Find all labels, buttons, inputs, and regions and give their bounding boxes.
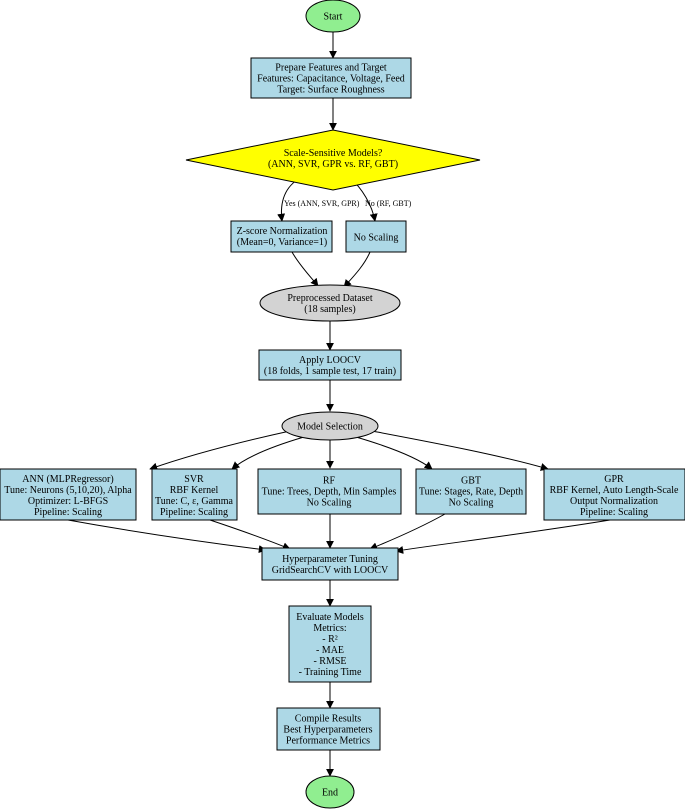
preprocessed-node xyxy=(259,284,401,322)
evaluate-node xyxy=(288,605,372,683)
label-line: (ANN, SVR, GPR vs. RF, GBT) xyxy=(268,159,398,170)
prepare-node xyxy=(250,57,412,99)
label-line: GBT xyxy=(461,476,481,487)
label-line: Start xyxy=(324,12,343,23)
label-line: Tune: C, ε, Gamma xyxy=(155,496,234,507)
label-line: - R² xyxy=(322,634,338,645)
label-line: Preprocessed Dataset xyxy=(287,293,372,304)
label-line: Best Hyperparameters xyxy=(283,725,372,736)
label-line: - RMSE xyxy=(313,656,346,667)
edge-gpr-hyper xyxy=(395,519,611,554)
compile-node xyxy=(276,707,381,751)
label-line: Prepare Features and Target xyxy=(275,63,387,74)
label-line: - Training Time xyxy=(299,667,362,678)
edges xyxy=(67,32,611,777)
label-line: No Scaling xyxy=(354,233,399,244)
start-label: Start xyxy=(324,12,343,23)
label-line: Features: Capacitance, Voltage, Feed xyxy=(257,74,405,85)
edge-gbt-hyper xyxy=(369,513,446,550)
decision-node xyxy=(185,129,481,191)
start-node xyxy=(305,0,361,33)
end-node xyxy=(305,775,355,809)
loocv-node xyxy=(258,349,402,381)
edge-zscore-preprocessed xyxy=(291,251,319,287)
zscore-label: Z-score Normalization(Mean=0, Variance=1… xyxy=(237,226,328,248)
label-line: RF xyxy=(323,476,336,487)
preprocessed-label: Preprocessed Dataset(18 samples) xyxy=(287,293,372,315)
rf-node xyxy=(257,468,402,515)
label-line: GPR xyxy=(604,474,624,485)
label-line: No Scaling xyxy=(307,498,352,509)
edge-modelsel-ann xyxy=(149,430,291,471)
label-line: Z-score Normalization xyxy=(237,226,328,237)
edge-ann-hyper xyxy=(67,519,267,554)
label-line: Tune: Neurons (5,10,20), Alpha xyxy=(4,485,132,496)
label-line: Tune: Stages, Rate, Depth xyxy=(419,487,523,498)
svr-node xyxy=(151,468,238,521)
label-line: Pipeline: Scaling xyxy=(160,507,228,518)
label-line: Pipeline: Scaling xyxy=(580,507,648,518)
edge-noscaling-preprocessed xyxy=(343,251,371,288)
end-label: End xyxy=(322,788,338,799)
label-line: Hyperparameter Tuning xyxy=(282,554,378,565)
edge-modelsel-gbt xyxy=(355,436,433,470)
label-line: No Scaling xyxy=(449,498,494,509)
label-line: (18 folds, 1 sample test, 17 train) xyxy=(264,366,396,377)
gbt-node xyxy=(415,468,527,515)
label-line: Performance Metrics xyxy=(286,736,370,747)
label-line: RBF Kernel, Auto Length-Scale xyxy=(550,485,679,496)
label-line: Metrics: xyxy=(313,623,346,634)
label-line: - MAE xyxy=(316,645,344,656)
decision-label: Scale-Sensitive Models?(ANN, SVR, GPR vs… xyxy=(268,148,398,170)
zscore-node xyxy=(230,220,333,253)
noscaling-node xyxy=(345,220,407,253)
label-line: Evaluate Models xyxy=(296,612,364,623)
label-line: Target: Surface Roughness xyxy=(277,85,385,96)
edge-modelsel-gpr xyxy=(371,430,549,471)
label-line: Optimizer: L-BFGS xyxy=(28,496,108,507)
label-line: End xyxy=(322,788,338,799)
hyper-node xyxy=(261,547,399,581)
loocv-label: Apply LOOCV(18 folds, 1 sample test, 17 … xyxy=(264,355,396,377)
edge-svr-hyper xyxy=(209,519,291,550)
label-line: Apply LOOCV xyxy=(299,355,362,366)
gpr-node xyxy=(543,468,685,521)
ann-label: ANN (MLPRegressor)Tune: Neurons (5,10,20… xyxy=(4,474,132,518)
label-line: Scale-Sensitive Models? xyxy=(284,148,383,159)
label-line: Tune: Trees, Depth, Min Samples xyxy=(262,487,397,498)
label-line: Model Selection xyxy=(297,422,363,433)
label-line: (18 samples) xyxy=(304,304,355,315)
label-line: SVR xyxy=(184,474,204,485)
label-line: Output Normalization xyxy=(570,496,658,507)
modelsel-label: Model Selection xyxy=(297,422,363,433)
label-line: Compile Results xyxy=(295,714,362,725)
label-line: Pipeline: Scaling xyxy=(34,507,102,518)
edge-label-yes: Yes (ANN, SVR, GPR) xyxy=(284,199,360,208)
label-line: GridSearchCV with LOOCV xyxy=(272,565,389,576)
modelsel-node xyxy=(281,411,379,441)
edge-modelsel-svr xyxy=(231,436,305,470)
noscaling-label: No Scaling xyxy=(354,233,399,244)
label-line: RBF Kernel xyxy=(170,485,219,496)
label-line: ANN (MLPRegressor) xyxy=(22,474,113,485)
label-line: (Mean=0, Variance=1) xyxy=(237,237,328,248)
edge-label-no: No (RF, GBT) xyxy=(365,199,412,208)
ann-node xyxy=(0,468,137,521)
